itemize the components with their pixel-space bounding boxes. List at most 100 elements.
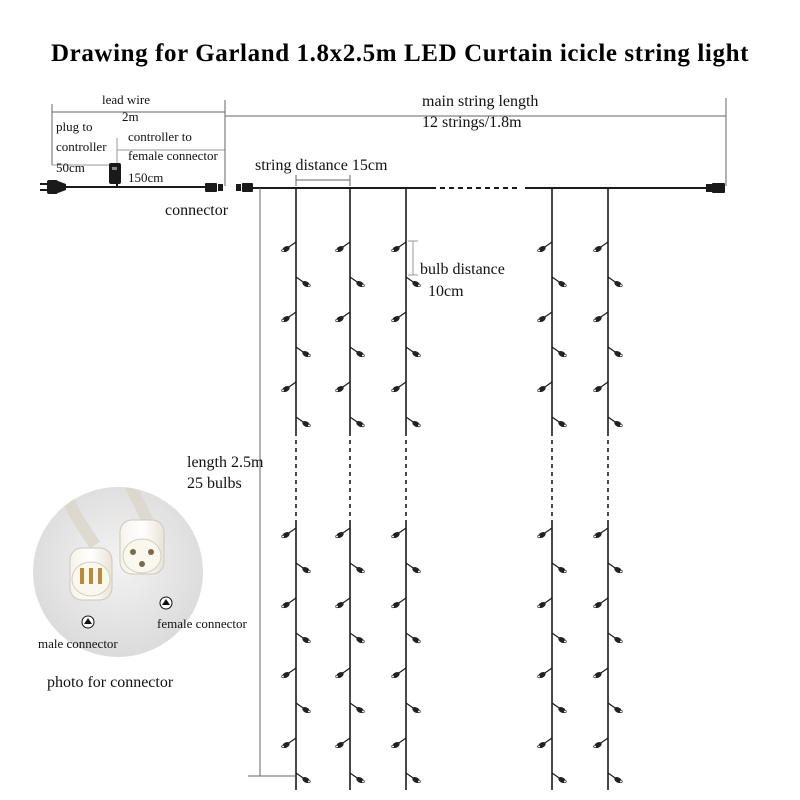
bulb [335,381,351,393]
male-connector-image [69,547,113,601]
controller-box [109,163,121,187]
plug-to-controller-dimension: plug to controller 50cm [52,119,118,175]
bulb [391,381,407,393]
photo-caption: photo for connector [47,674,174,691]
female-connector-image [119,519,165,575]
bulb [349,276,365,288]
bulb [349,702,365,714]
bulb [335,597,351,609]
power-plug [40,180,66,194]
bulb [405,562,421,574]
bulb [551,346,567,358]
bulb [349,416,365,428]
icicle-string [593,188,623,790]
bulb [335,737,351,749]
bulb [593,667,609,679]
bulb [607,346,623,358]
bulb [593,311,609,323]
female-connector-label: female connector [157,616,248,631]
bulb [335,527,351,539]
male-arrow-icon [81,615,95,629]
bulb [607,632,623,644]
bulb [593,597,609,609]
length-dimension: length 2.5m 25 bulbs [187,188,295,777]
bulb [405,702,421,714]
bulb [281,667,297,679]
bulb [295,276,311,288]
icicle-string [537,188,567,790]
connector-label: connector [165,202,229,219]
bulb [349,772,365,784]
bulb [537,527,553,539]
bulb [405,772,421,784]
bulb [295,632,311,644]
bulb [391,527,407,539]
bulb [607,772,623,784]
hanging-strings [281,188,623,790]
bulb [281,737,297,749]
bulb [537,597,553,609]
bulb [537,667,553,679]
icicle-string [281,188,311,790]
bulb [405,632,421,644]
bulb [281,597,297,609]
main-string-dimension: main string length 12 strings/1.8m [224,93,727,186]
bulb [281,311,297,323]
bulbs-count-label: 25 bulbs [187,475,242,492]
plug-to-label: plug to [56,119,92,134]
controller-to-label: controller to [128,129,192,144]
string-distance-label: string distance 15cm [255,157,388,174]
bulb [405,276,421,288]
bulb-distance-value: 10cm [428,283,464,300]
plug-length-label: 50cm [56,160,85,175]
bulb [551,632,567,644]
bulb [295,772,311,784]
bulb [335,667,351,679]
controller-length-label: 150cm [128,170,163,185]
bulb [335,241,351,253]
bulb [551,772,567,784]
strings-count-label: 12 strings/1.8m [422,114,522,131]
bulb [607,702,623,714]
icicle-string [335,188,365,790]
string-distance-dimension: string distance 15cm [255,157,388,186]
bulb [537,311,553,323]
female-arrow-icon [159,596,173,610]
bulb [551,562,567,574]
bulb [391,737,407,749]
female-connector-line-label: female connector [128,148,219,163]
end-connector [706,183,725,193]
bulb [551,276,567,288]
bulb [405,346,421,358]
connector-photo: female connector male connector [33,487,248,657]
bulb [349,346,365,358]
main-string-length-label: main string length [422,93,538,110]
icicle-string [391,188,421,790]
bulb [593,381,609,393]
bulb-distance-label: bulb distance [420,261,505,278]
connector-pair [205,183,253,192]
bulb [281,381,297,393]
bulb [593,737,609,749]
controller-to-connector-dimension: controller to female connector 150cm [117,129,225,185]
bulb [295,562,311,574]
bulb [391,311,407,323]
bulb [593,241,609,253]
bulb [281,241,297,253]
bulb [295,702,311,714]
bulb [537,381,553,393]
lead-wire-length: 2m [122,109,139,124]
male-connector-label: male connector [38,636,118,651]
bulb [391,597,407,609]
bulb [537,241,553,253]
bulb [607,276,623,288]
bulb [391,667,407,679]
bulb [391,241,407,253]
controller-label: controller [56,139,107,154]
lead-wire-dimension: lead wire 2m [51,92,226,165]
bulb-distance-dimension: bulb distance 10cm [408,240,505,300]
bulb [335,311,351,323]
bulb [349,632,365,644]
